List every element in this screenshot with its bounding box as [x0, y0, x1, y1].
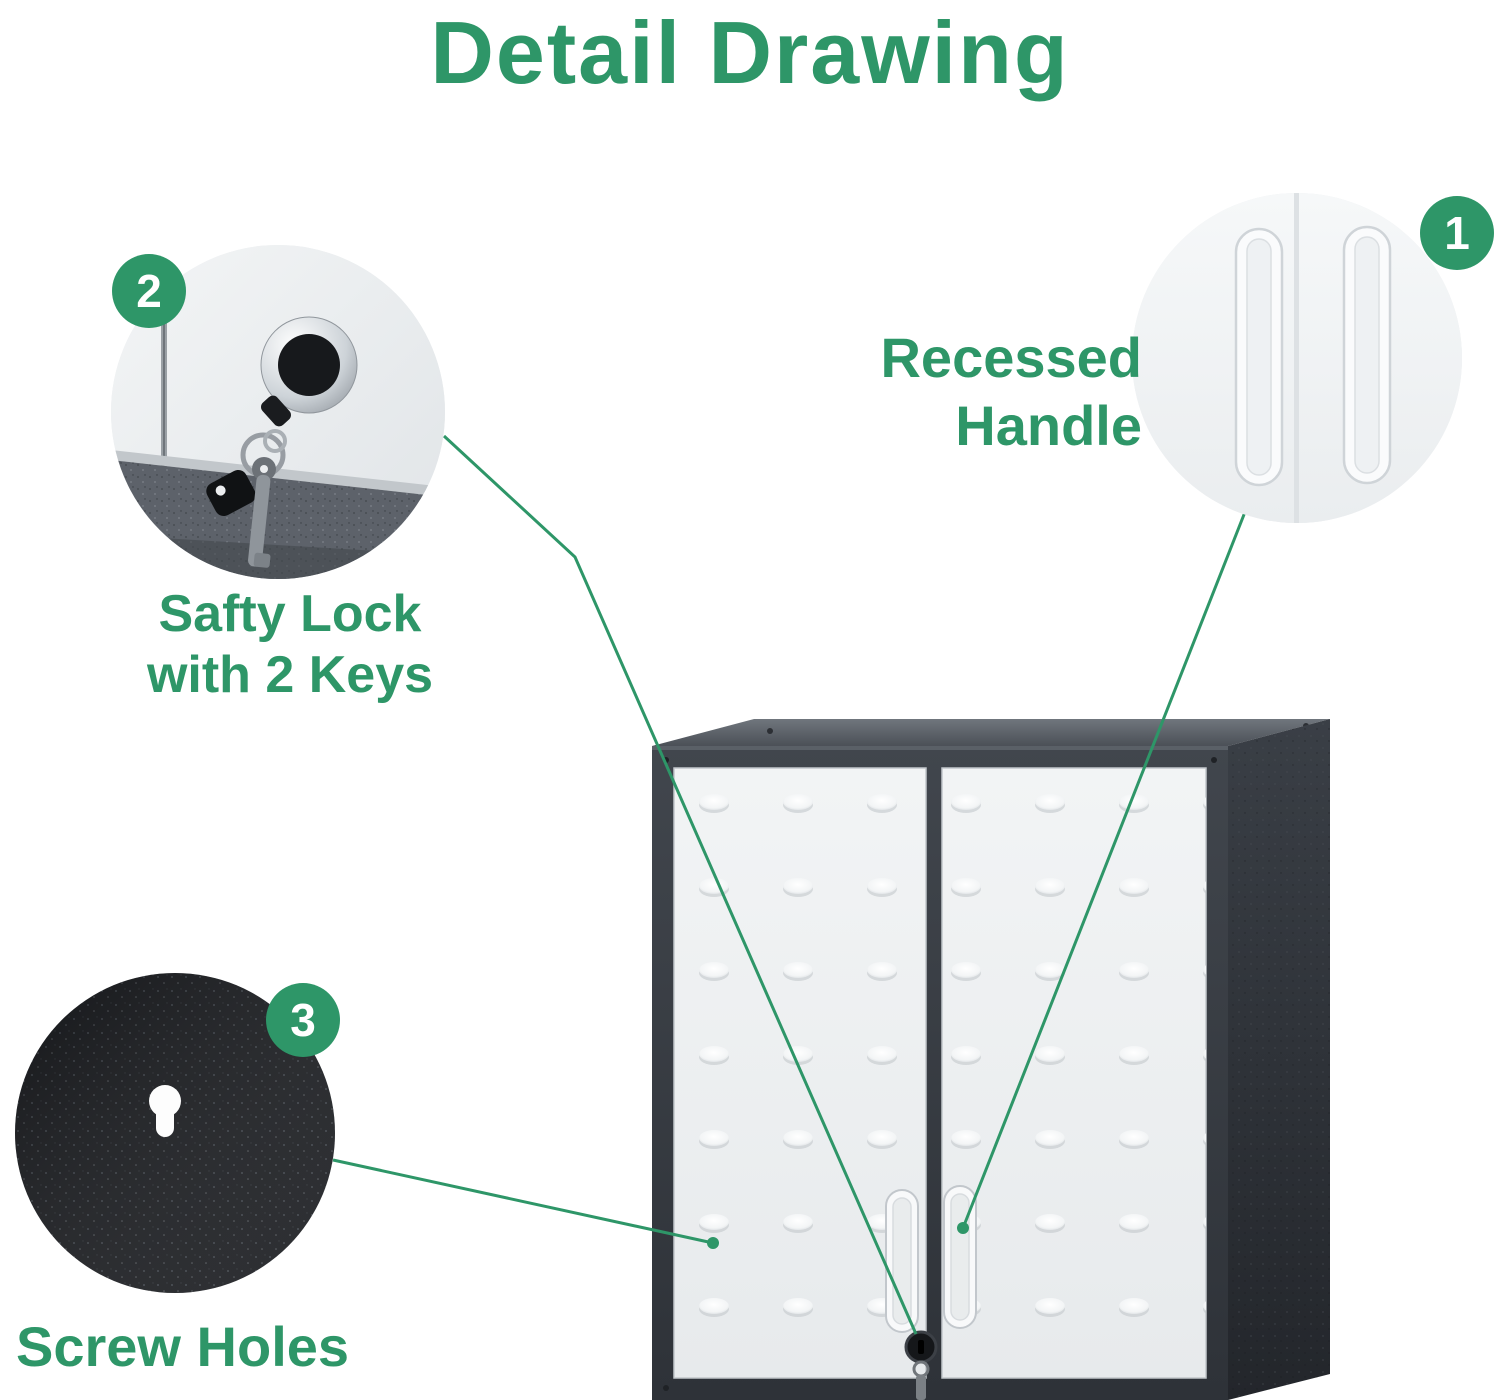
page-title: Detail Drawing [430, 3, 1070, 102]
recessed-handle-label: Recessed Handle [880, 324, 1142, 461]
recessed-handle-photo [1132, 193, 1462, 523]
door-gap [1294, 193, 1299, 523]
inserted-key-head [261, 395, 291, 427]
callout-number-2: 2 [112, 254, 186, 328]
cabinet-lock [904, 1330, 938, 1364]
rivet-icon [1211, 757, 1217, 763]
safety-lock-label-line1: Safty Lock [158, 585, 422, 643]
black-key-icon [206, 469, 256, 517]
cabinet-key [912, 1360, 930, 1400]
rivet-icon [767, 728, 773, 734]
callout-number-1: 1 [1420, 196, 1494, 270]
handle-pointer-dot [957, 1222, 969, 1234]
rivet-icon [663, 1385, 669, 1391]
frame-highlight [652, 746, 1228, 750]
recessed-handle-label-line2: Handle [955, 394, 1142, 458]
door-bottom-edge [111, 450, 445, 497]
screw-pointer-dot [707, 1237, 719, 1249]
line-to-lock [442, 434, 918, 1335]
right-handle-closeup [1342, 225, 1392, 485]
right-door-emboss-pattern [942, 768, 1206, 1378]
line-to-screw-area [332, 1158, 714, 1245]
left-handle-closeup [1234, 227, 1284, 487]
safety-lock-label: Safty Lock with 2 Keys [80, 584, 500, 707]
recessed-handle-label-line1: Recessed [880, 326, 1142, 389]
keyhole-screw-slot-icon [149, 1085, 181, 1137]
line-to-handle [961, 511, 1247, 1229]
callout-number-3: 3 [266, 983, 340, 1057]
gray-key-icon [248, 457, 276, 568]
safety-lock-label-line2: with 2 Keys [146, 646, 434, 705]
screw-holes-label: Screw Holes [16, 1315, 350, 1378]
cabinet-side-texture [1228, 719, 1330, 1400]
lock-cylinder-icon [260, 316, 358, 427]
